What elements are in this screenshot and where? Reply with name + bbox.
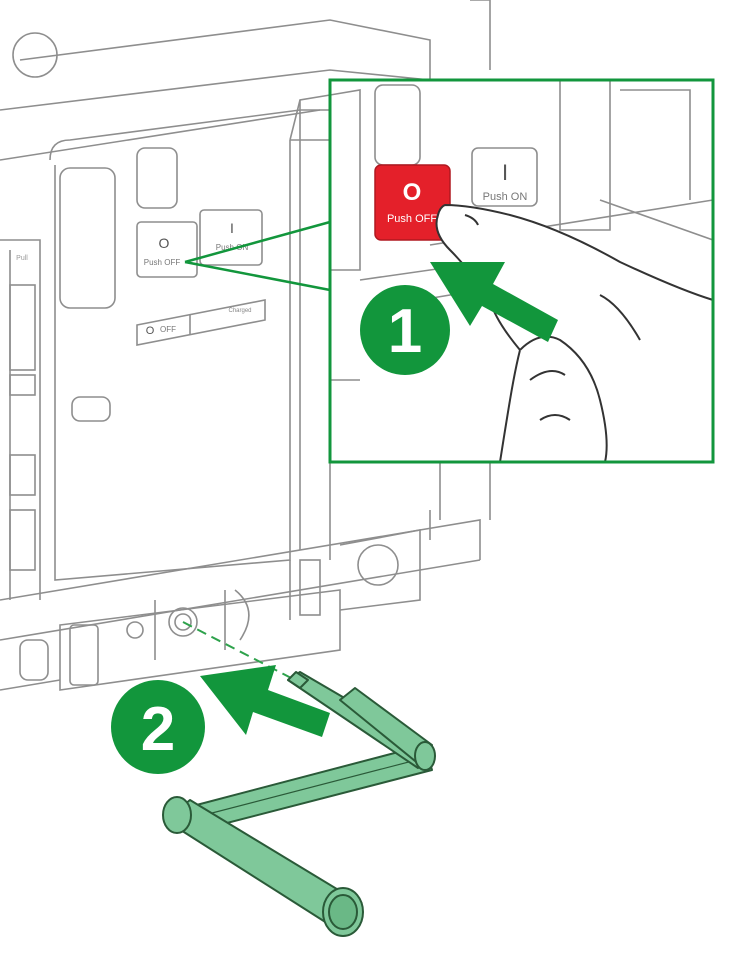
push-on-label: Push ON — [483, 191, 528, 203]
insertion-guide-line — [182, 621, 296, 681]
small-on-symbol: I — [230, 220, 234, 236]
callout-zoom: O Push OFF I Push ON — [328, 78, 715, 464]
indicator-symbol: O — [146, 325, 155, 337]
push-off-label: Push OFF — [387, 213, 437, 225]
step-2-arrow — [200, 665, 330, 737]
step-2-number: 2 — [141, 695, 175, 764]
pull-tag: Pull — [16, 255, 28, 262]
small-on-label: Push ON — [216, 243, 249, 252]
push-off-symbol: O — [403, 179, 422, 206]
push-off-button — [374, 164, 451, 241]
small-off-label: Push OFF — [144, 258, 181, 267]
callout-connector — [184, 220, 331, 292]
racking-handle — [162, 671, 436, 937]
step-1-arrow — [430, 262, 558, 342]
indicator-label: OFF — [160, 325, 176, 334]
step-1-badge: 1 — [360, 285, 450, 375]
small-off-symbol: O — [159, 235, 170, 251]
step-2-badge: 2 — [111, 680, 205, 774]
push-on-symbol: I — [502, 160, 508, 185]
charged-tag: Charged — [228, 308, 251, 314]
step-1-number: 1 — [388, 297, 422, 366]
callout-frame — [328, 78, 715, 464]
